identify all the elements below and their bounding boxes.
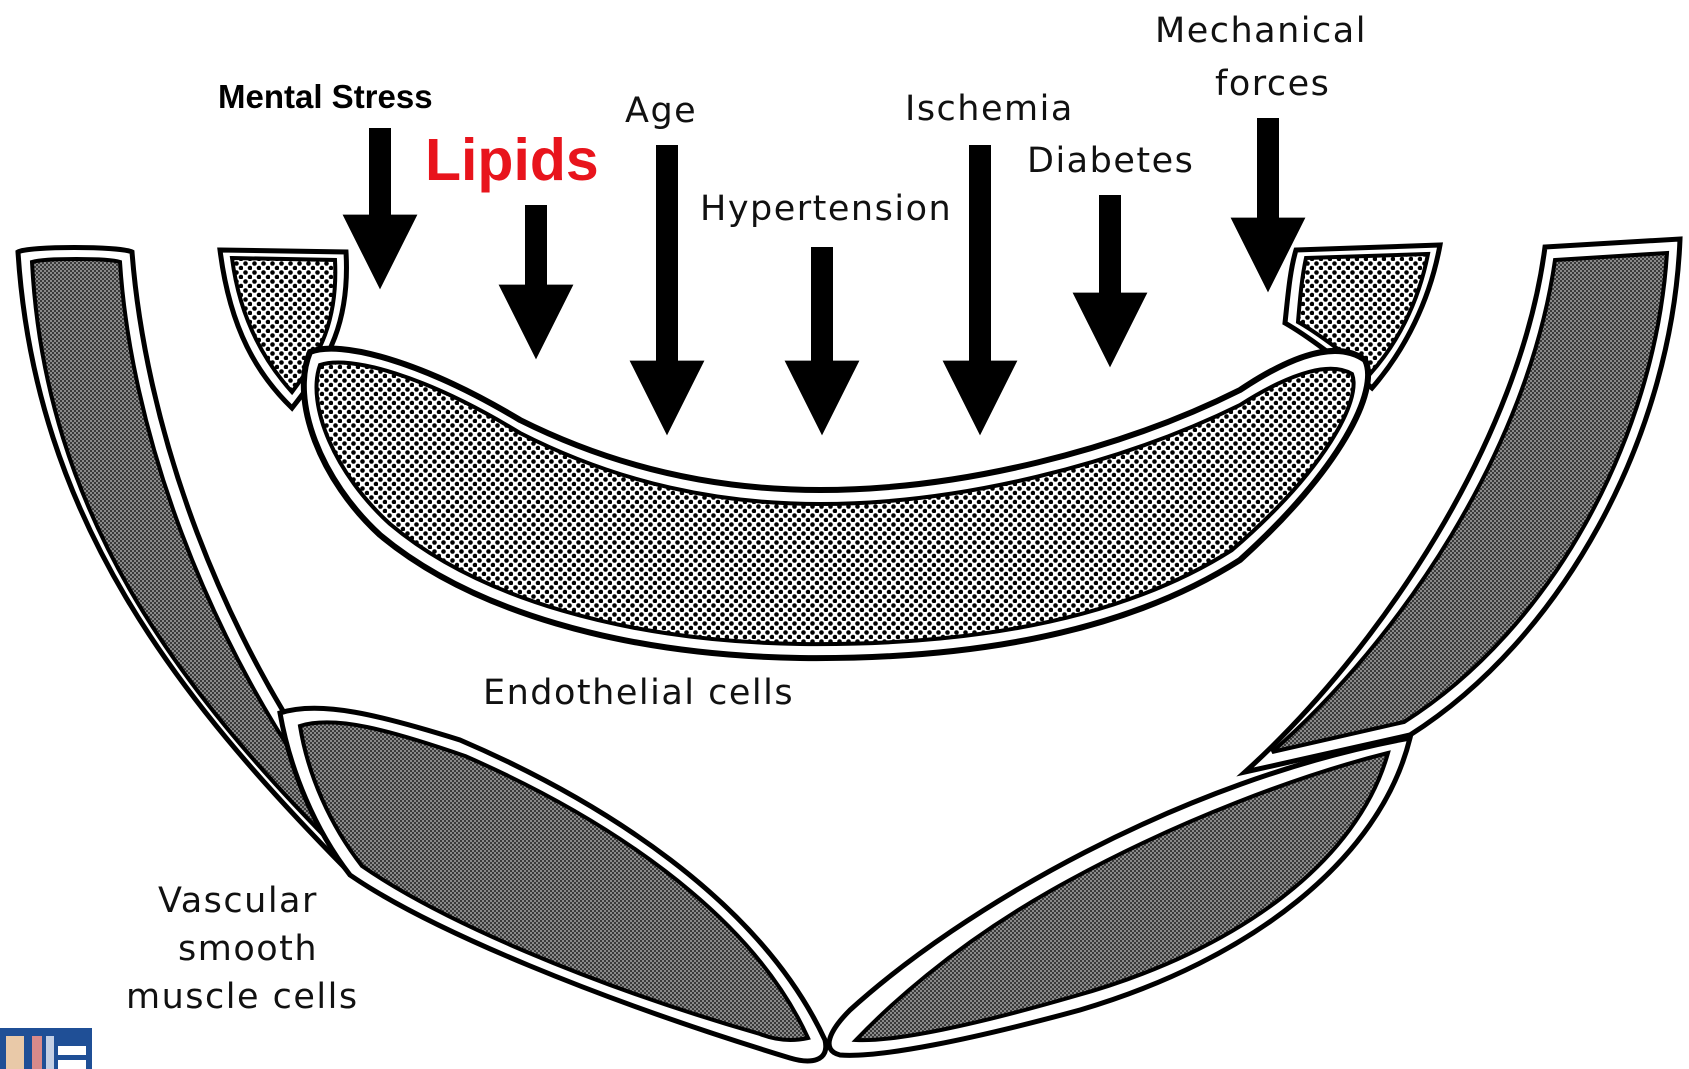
label-diabetes: Diabetes xyxy=(1027,141,1194,181)
label-mental-stress: Mental Stress xyxy=(218,78,433,115)
label-endothelial-cells: Endothelial cells xyxy=(483,673,794,713)
label-ischemia: Ischemia xyxy=(905,89,1074,129)
label-vascular: Vascular xyxy=(158,881,318,921)
corner-logo xyxy=(0,1028,92,1069)
label-forces: forces xyxy=(1215,64,1330,104)
label-lipids: Lipids xyxy=(425,127,599,193)
label-mechanical: Mechanical xyxy=(1155,11,1367,51)
label-age: Age xyxy=(625,91,697,131)
label-muscle-cells: muscle cells xyxy=(126,977,359,1017)
smooth-muscle-cell-lower-left xyxy=(280,708,826,1061)
endothelial-cell-central xyxy=(304,349,1368,658)
smooth-muscle-cell-lower-right xyxy=(829,738,1410,1055)
label-smooth: smooth xyxy=(178,929,318,969)
label-hypertension: Hypertension xyxy=(700,189,952,229)
